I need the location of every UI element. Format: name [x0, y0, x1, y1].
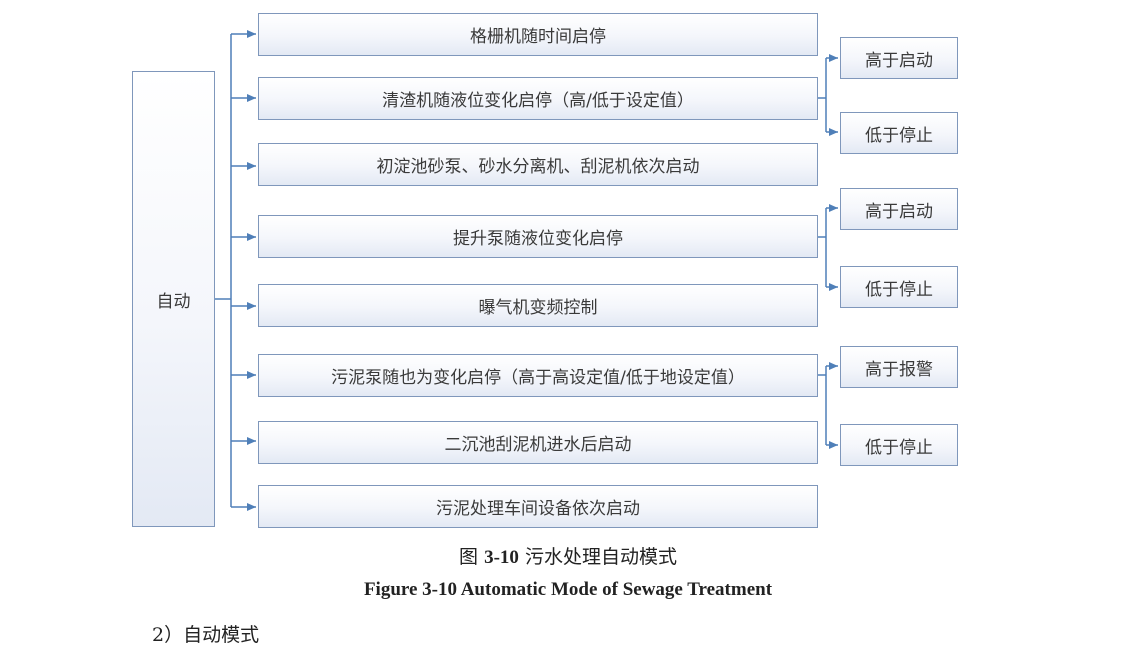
section-heading-partial: 2）自动模式	[152, 624, 260, 646]
root-node-auto: 自动	[132, 71, 215, 527]
branch-node-low-2: 低于停止	[840, 266, 958, 308]
branch-node-label: 低于停止	[865, 437, 933, 458]
branch-node-label: 低于停止	[865, 279, 933, 300]
branch-node-label: 低于停止	[865, 125, 933, 146]
step-node-8: 污泥处理车间设备依次启动	[258, 485, 818, 528]
branch-node-label: 高于启动	[865, 50, 933, 71]
step-node-2: 清渣机随液位变化启停（高/低于设定值）	[258, 77, 818, 120]
step-node-5: 曝气机变频控制	[258, 284, 818, 327]
step-node-label: 格栅机随时间启停	[470, 27, 606, 47]
branch-node-label: 高于启动	[865, 201, 933, 222]
caption-title: 污水处理自动模式	[524, 546, 677, 568]
step-node-7: 二沉池刮泥机进水后启动	[258, 421, 818, 464]
caption-prefix: 图	[459, 546, 479, 568]
step-node-6: 污泥泵随也为变化启停（高于高设定值/低于地设定值）	[258, 354, 818, 397]
root-node-label: 自动	[156, 291, 191, 312]
step-node-3: 初淀池砂泵、砂水分离机、刮泥机依次启动	[258, 143, 818, 186]
step-node-label: 污泥泵随也为变化启停（高于高设定值/低于地设定值）	[331, 368, 745, 388]
step-node-4: 提升泵随液位变化启停	[258, 215, 818, 258]
step-node-label: 二沉池刮泥机进水后启动	[444, 435, 632, 455]
caption-number: 3-10	[484, 547, 519, 568]
step-node-label: 污泥处理车间设备依次启动	[436, 499, 640, 519]
step-node-label: 提升泵随液位变化启停	[453, 229, 623, 249]
figure-caption-zh: 图 3-10 污水处理自动模式	[0, 542, 1136, 569]
step-node-label: 初淀池砂泵、砂水分离机、刮泥机依次启动	[376, 157, 700, 177]
branch-node-low-1: 低于停止	[840, 112, 958, 154]
branch-node-low-3: 低于停止	[840, 424, 958, 466]
step-node-label: 清渣机随液位变化启停（高/低于设定值）	[382, 91, 694, 111]
step-node-1: 格栅机随时间启停	[258, 13, 818, 56]
branch-node-high-1: 高于启动	[840, 37, 958, 79]
figure-caption-en: Figure 3-10 Automatic Mode of Sewage Tre…	[363, 579, 773, 600]
branch-node-high-2: 高于启动	[840, 188, 958, 230]
step-node-label: 曝气机变频控制	[478, 298, 598, 318]
branch-node-high-3: 高于报警	[840, 346, 958, 388]
branch-node-label: 高于报警	[865, 359, 933, 380]
